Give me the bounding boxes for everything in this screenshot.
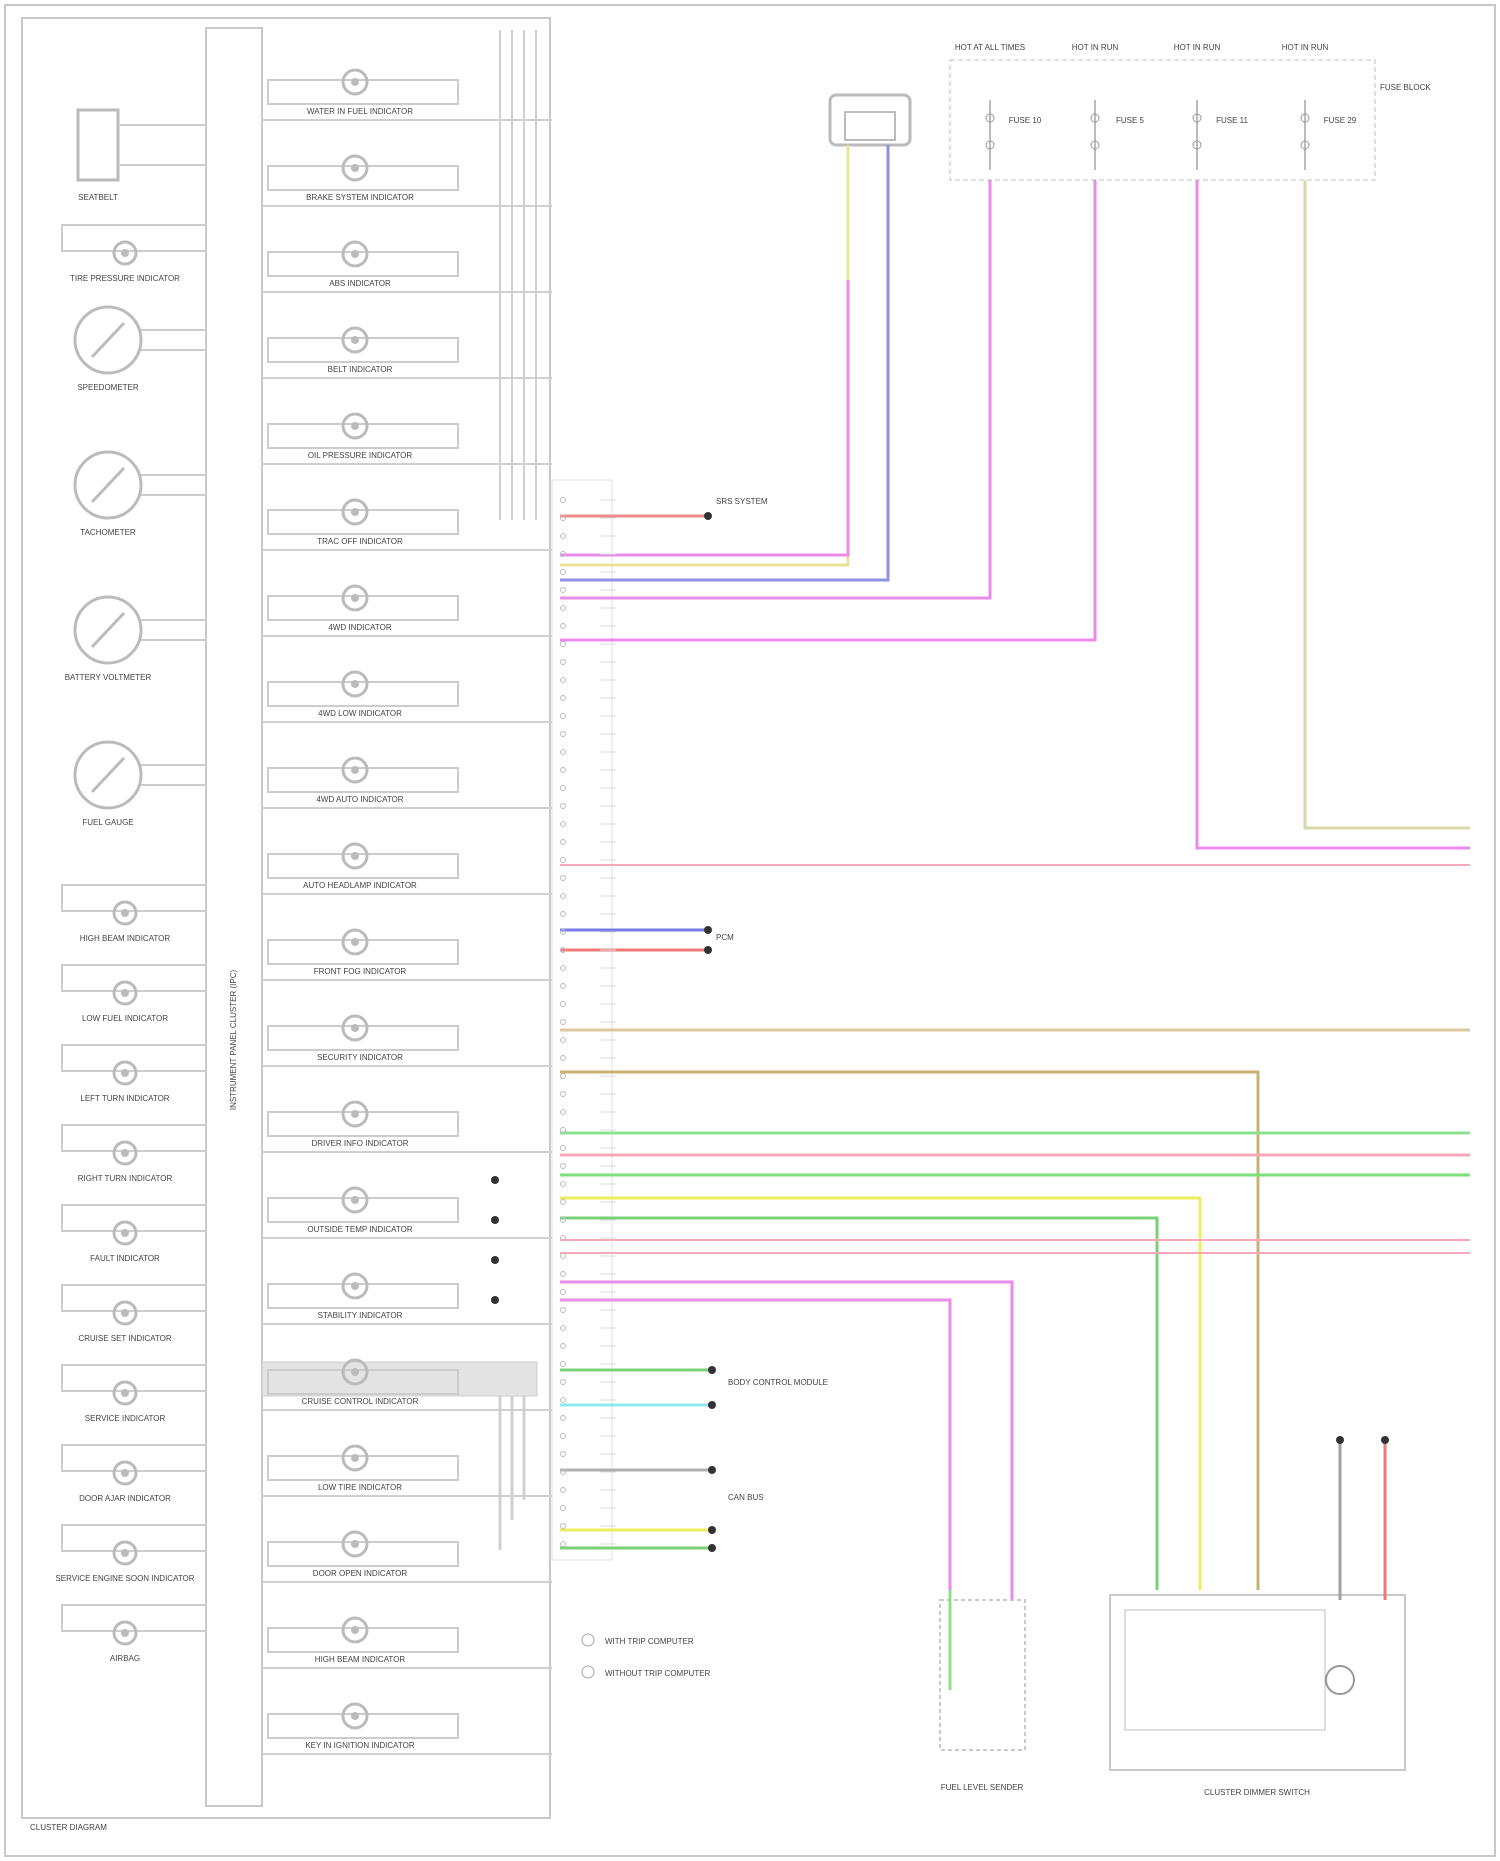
inner-indicator-label: AUTO HEADLAMP INDICATOR [303, 881, 417, 890]
fuse-hot-label: HOT IN RUN [1072, 43, 1119, 52]
left-indicator-label: SERVICE ENGINE SOON INDICATOR [55, 1574, 194, 1583]
splice-dot [708, 1401, 716, 1409]
inner-indicator-label: 4WD INDICATOR [328, 623, 391, 632]
inner-indicator-label: ABS INDICATOR [329, 279, 391, 288]
left-indicator-label: TIRE PRESSURE INDICATOR [70, 274, 180, 283]
left-indicator-label: FUEL GAUGE [82, 818, 133, 827]
left-indicator-label: LOW FUEL INDICATOR [82, 1014, 168, 1023]
inner-indicator-label: BRAKE SYSTEM INDICATOR [306, 193, 414, 202]
inner-indicator-label: HIGH BEAM INDICATOR [315, 1655, 406, 1664]
inner-indicator-label: DRIVER INFO INDICATOR [311, 1139, 408, 1148]
left-indicator-label: AIRBAG [110, 1654, 140, 1663]
inner-indicator-label: STABILITY INDICATOR [318, 1311, 403, 1320]
splice-dot [708, 1466, 716, 1474]
fuse-label: FUSE 5 [1116, 116, 1145, 125]
inner-indicator-label: WATER IN FUEL INDICATOR [307, 107, 413, 116]
left-indicator-label: LEFT TURN INDICATOR [80, 1094, 169, 1103]
cluster-bus [206, 28, 262, 1806]
inner-indicator-label: OUTSIDE TEMP INDICATOR [307, 1225, 412, 1234]
fuse-label: FUSE 10 [1009, 116, 1042, 125]
fuse-label: FUSE 29 [1324, 116, 1357, 125]
legend-item-1: WITH TRIP COMPUTER [605, 1637, 694, 1646]
inner-indicator-label: TRAC OFF INDICATOR [317, 537, 403, 546]
fuse-label: FUSE 11 [1216, 116, 1248, 125]
inner-indicator-label: CRUISE CONTROL INDICATOR [302, 1397, 419, 1406]
splice-dot [704, 512, 712, 520]
left-indicator-label: SEATBELT [78, 193, 118, 202]
label-can: CAN BUS [728, 1493, 764, 1502]
fuse-hot-label: HOT IN RUN [1174, 43, 1221, 52]
splice-dot [708, 1544, 716, 1552]
left-indicator-label: SERVICE INDICATOR [85, 1414, 166, 1423]
cluster-title: INSTRUMENT PANEL CLUSTER (IPC) [229, 970, 238, 1111]
fuse-block-label: FUSE BLOCK [1380, 83, 1431, 92]
splice-dot [704, 946, 712, 954]
footer-id: CLUSTER DIAGRAM [30, 1823, 107, 1832]
inner-indicator-label: 4WD AUTO INDICATOR [316, 795, 403, 804]
splice-dot [491, 1176, 499, 1184]
splice-dot [708, 1526, 716, 1534]
left-indicator-label: CRUISE SET INDICATOR [78, 1334, 172, 1343]
splice-dot [491, 1256, 499, 1264]
inner-indicator-label: BELT INDICATOR [328, 365, 393, 374]
left-indicator-label: TACHOMETER [80, 528, 136, 537]
splice-dot [491, 1216, 499, 1224]
label-srs: SRS SYSTEM [716, 497, 768, 506]
left-indicator-label: HIGH BEAM INDICATOR [80, 934, 171, 943]
legend-item-2: WITHOUT TRIP COMPUTER [605, 1669, 711, 1678]
splice-dot [1381, 1436, 1389, 1444]
dimmer-label: CLUSTER DIMMER SWITCH [1204, 1788, 1310, 1797]
splice-dot [1336, 1436, 1344, 1444]
cluster-band [262, 1362, 537, 1396]
left-indicator-label: RIGHT TURN INDICATOR [78, 1174, 173, 1183]
left-indicator-label: SPEEDOMETER [77, 383, 139, 392]
left-indicator-label: DOOR AJAR INDICATOR [79, 1494, 171, 1503]
left-indicator-label: FAULT INDICATOR [90, 1254, 160, 1263]
label-pcm: PCM [716, 933, 734, 942]
inner-indicator-label: SECURITY INDICATOR [317, 1053, 403, 1062]
fuse-hot-label: HOT IN RUN [1282, 43, 1329, 52]
splice-dot [491, 1296, 499, 1304]
inner-indicator-label: DOOR OPEN INDICATOR [313, 1569, 408, 1578]
fuse-hot-label: HOT AT ALL TIMES [955, 43, 1025, 52]
inner-indicator-label: OIL PRESSURE INDICATOR [308, 451, 413, 460]
splice-dot [704, 926, 712, 934]
inner-indicator-label: 4WD LOW INDICATOR [318, 709, 402, 718]
fuel-sender-label: FUEL LEVEL SENDER [941, 1783, 1024, 1792]
inner-indicator-label: KEY IN IGNITION INDICATOR [305, 1741, 415, 1750]
label-bcm: BODY CONTROL MODULE [728, 1378, 828, 1387]
splice-dot [708, 1366, 716, 1374]
left-indicator-label: BATTERY VOLTMETER [65, 673, 152, 682]
inner-indicator-label: LOW TIRE INDICATOR [318, 1483, 402, 1492]
inner-indicator-label: FRONT FOG INDICATOR [314, 967, 407, 976]
